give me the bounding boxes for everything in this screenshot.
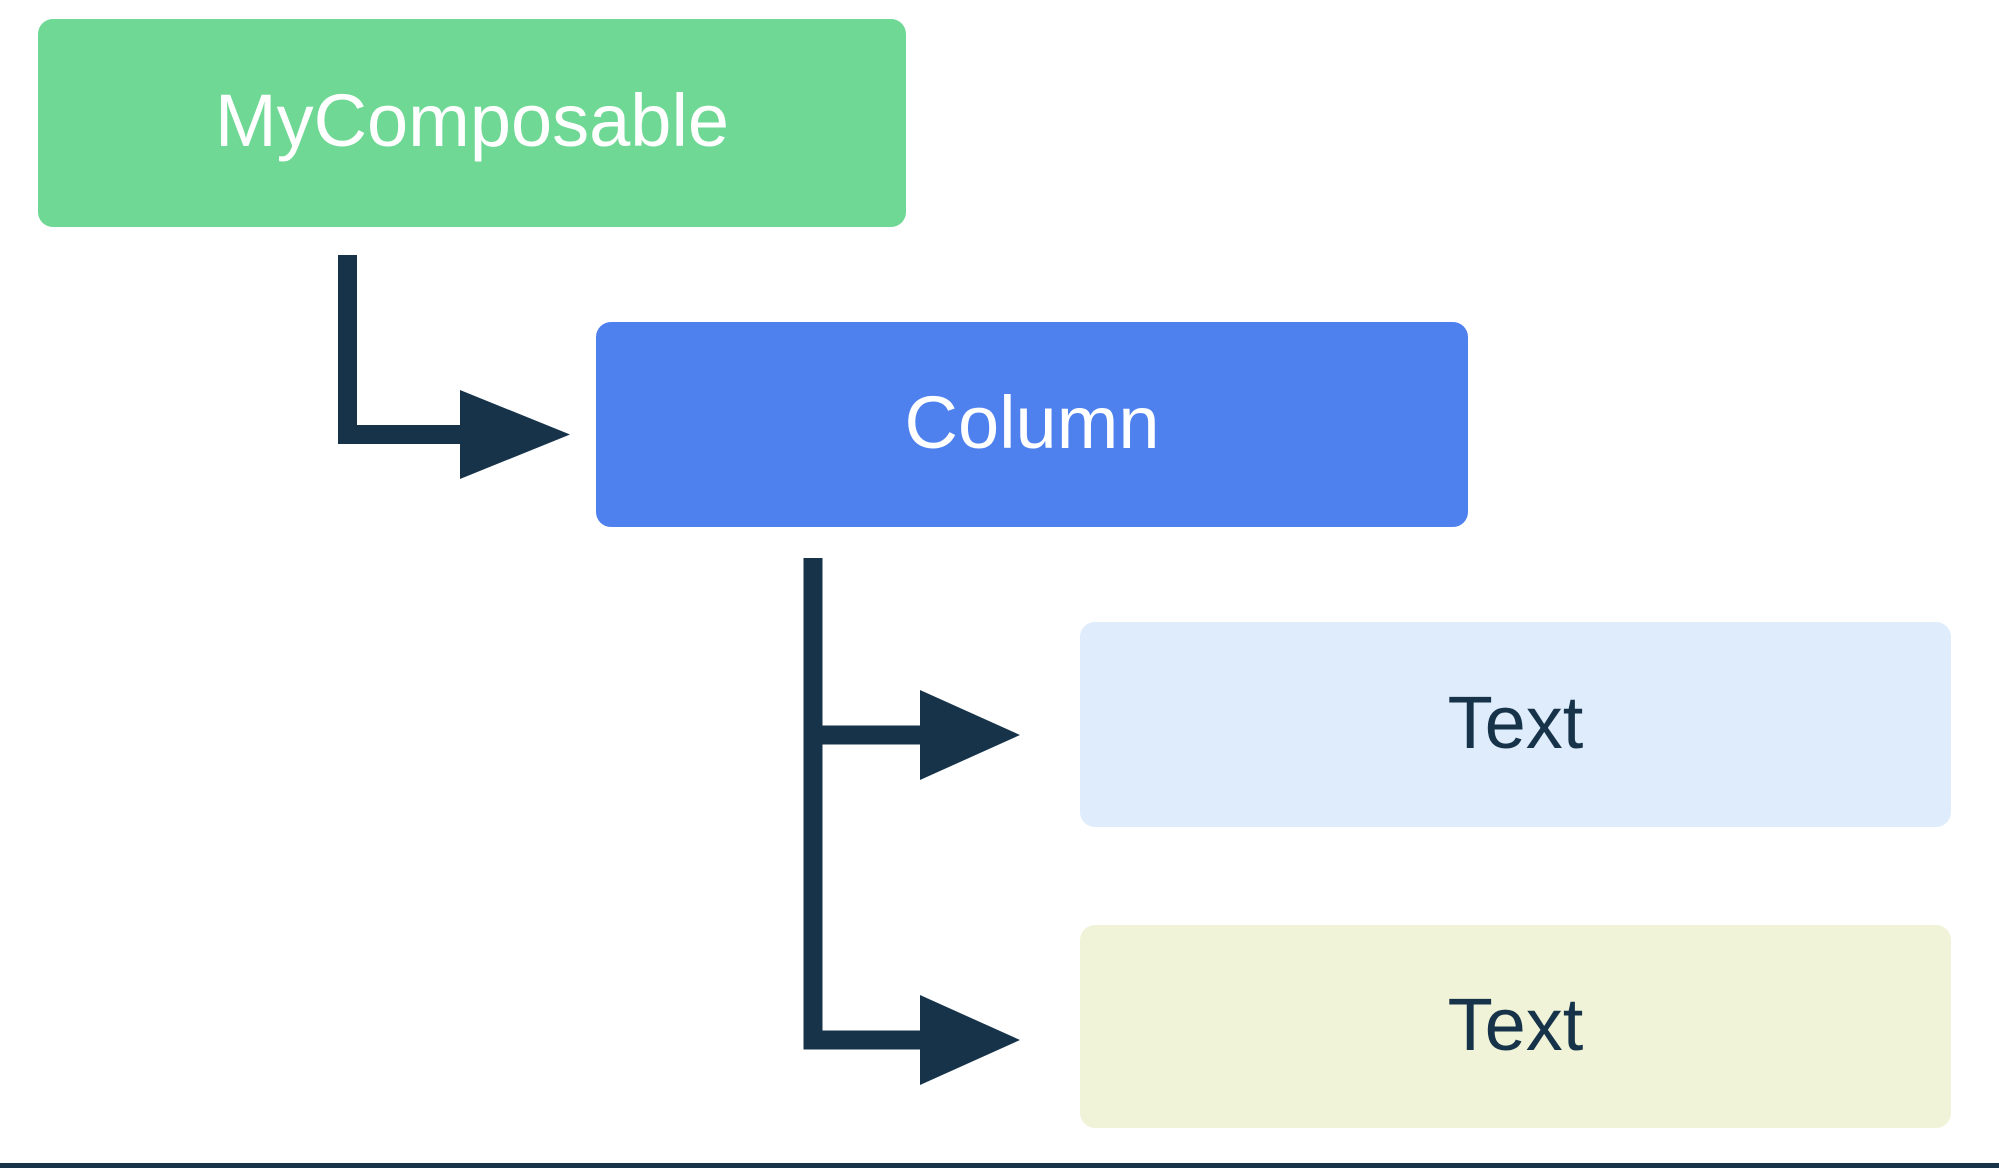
node-mycomposable[interactable]: MyComposable xyxy=(38,19,906,227)
node-column-label: Column xyxy=(904,380,1160,464)
edge-column-to-text-2-line xyxy=(803,558,930,1050)
edge-column-to-text-1 xyxy=(803,558,1020,780)
arrowhead-root-to-column xyxy=(460,390,570,479)
node-mycomposable-label: MyComposable xyxy=(214,79,730,162)
arrowhead-column-to-text-1 xyxy=(920,690,1020,780)
edge-root-to-column-line xyxy=(338,255,470,444)
node-text-2-label: Text xyxy=(1447,982,1584,1066)
bottom-divider xyxy=(0,1163,1999,1168)
node-text-1-label: Text xyxy=(1447,680,1584,764)
node-column[interactable]: Column xyxy=(596,322,1468,527)
node-text-2[interactable]: Text xyxy=(1080,925,1951,1128)
edge-column-to-text-1-line xyxy=(803,558,930,745)
edge-root-to-column xyxy=(338,255,570,479)
edge-column-to-text-2 xyxy=(803,558,1020,1085)
node-text-1[interactable]: Text xyxy=(1080,622,1951,827)
arrowhead-column-to-text-2 xyxy=(920,995,1020,1085)
